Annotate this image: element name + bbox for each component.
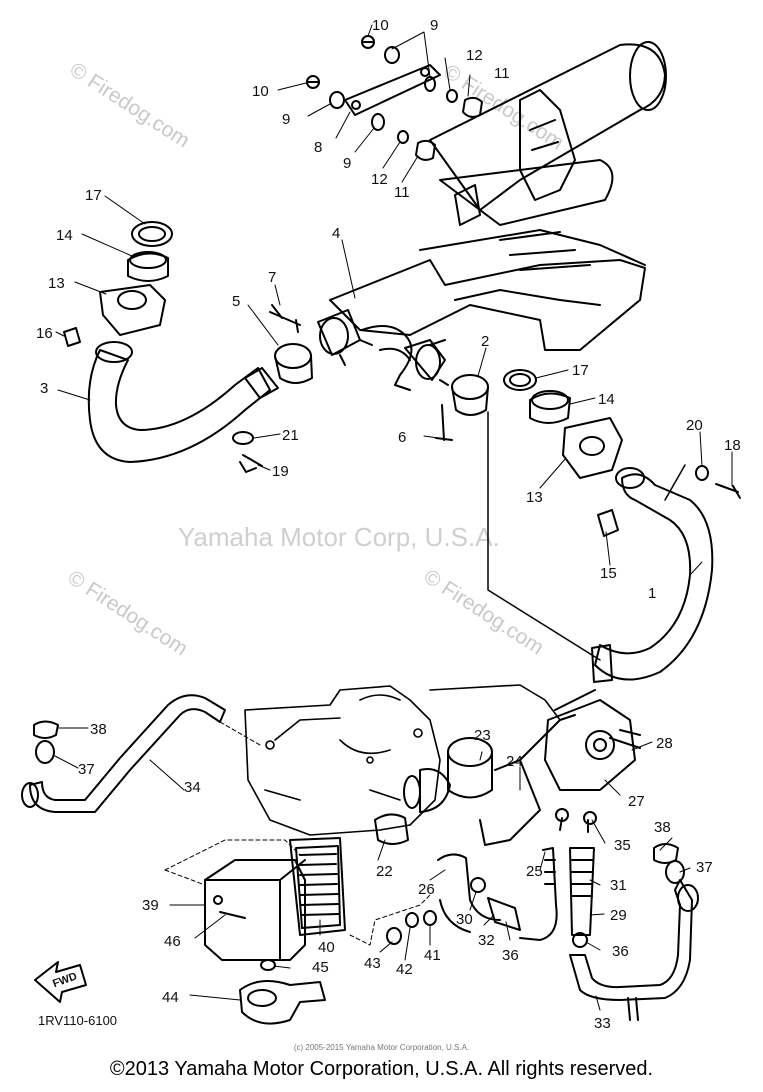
callout-label: 8: [314, 139, 322, 156]
callout-label: 34: [184, 779, 201, 796]
callout-label: 40: [318, 939, 335, 956]
callout-label: 37: [696, 859, 713, 876]
callout-label: 21: [282, 427, 299, 444]
callout-label: 19: [272, 463, 289, 480]
callout-label: 14: [598, 391, 615, 408]
callout-label: 14: [56, 227, 73, 244]
small-copyright: (c) 2005-2015 Yamaha Motor Corporation, …: [293, 1043, 470, 1052]
callout-label: 31: [610, 877, 627, 894]
muffler-assembly: [329, 41, 667, 351]
diagram-code: 1RV110-6100: [38, 1013, 118, 1028]
callout-label: 45: [312, 959, 329, 976]
callout-label: 16: [36, 325, 53, 342]
callout-label: 7: [268, 269, 276, 286]
callout-label: 36: [612, 943, 629, 960]
callout-label: 23: [474, 727, 491, 744]
callout-label: 11: [394, 184, 410, 201]
callout-label: 5: [232, 293, 240, 310]
callout-label: 10: [372, 17, 389, 34]
callout-label: 2: [481, 333, 489, 350]
callout-label: 27: [628, 793, 645, 810]
engine-outline: [244, 684, 561, 836]
callout-label: 41: [424, 947, 441, 964]
group-dashes: [164, 721, 431, 946]
callout-label: 20: [686, 417, 703, 434]
callout-label: 26: [418, 881, 435, 898]
callout-label: 10: [252, 83, 269, 100]
callout-label: 12: [466, 47, 483, 64]
callout-label: 35: [614, 837, 631, 854]
small-rubbers: [239, 910, 437, 1025]
callout-label: 30: [456, 911, 473, 928]
callout-label: 9: [282, 111, 290, 128]
callout-label: 32: [478, 932, 495, 949]
exhaust-pipe-left: [87, 341, 279, 463]
callout-label: 4: [332, 225, 340, 242]
callout-label: 22: [376, 863, 393, 880]
callout-label: 11: [494, 65, 510, 82]
callout-label: 17: [572, 362, 589, 379]
air-cut-valve: [374, 714, 576, 933]
air-cleaner-case: [204, 837, 346, 961]
callout-label: 1: [648, 585, 656, 602]
callout-label: 9: [430, 17, 438, 34]
hoses-right: [470, 808, 597, 948]
flange-parts-left: [63, 221, 173, 347]
callout-label: 25: [526, 863, 543, 880]
callout-label: 28: [656, 735, 673, 752]
callout-label: 15: [600, 565, 617, 582]
callout-label: 46: [164, 933, 181, 950]
flange-parts-right: [503, 369, 741, 537]
leader-lines: [54, 24, 733, 1011]
callout-label: 38: [654, 819, 671, 836]
muffler-inlets: [317, 309, 449, 391]
callout-labels: 10 9 10 9 8 9 12 11 12 11 17 14 13 16 3 …: [36, 17, 741, 1032]
bracket-hardware: [306, 35, 483, 161]
gaskets-bolts: [232, 304, 489, 473]
callout-label: 13: [48, 275, 65, 292]
copyright-notice: ©2013 Yamaha Motor Corporation, U.S.A. A…: [109, 1058, 654, 1080]
air-pipe-34: [21, 694, 226, 813]
callout-label: 9: [343, 155, 351, 172]
callout-label: 44: [162, 989, 179, 1006]
exhaust-pipe-right: [591, 467, 714, 683]
callout-label: 13: [526, 489, 543, 506]
callout-label: 24: [506, 753, 523, 770]
callout-label: 38: [90, 721, 107, 738]
callout-label: 39: [142, 897, 159, 914]
callout-label: 18: [724, 437, 741, 454]
callout-label: 6: [398, 429, 406, 446]
callout-label: 33: [594, 1015, 611, 1032]
callout-label: 36: [502, 947, 519, 964]
callout-label: 12: [371, 171, 388, 188]
reed-valve-27: [544, 689, 641, 791]
callout-label: 29: [610, 907, 627, 924]
fwd-arrow-icon: [34, 961, 87, 1003]
callout-label: 37: [78, 761, 95, 778]
callout-label: 17: [85, 187, 102, 204]
callout-label: 3: [40, 380, 48, 397]
callout-label: 42: [396, 961, 413, 978]
callout-label: 43: [364, 955, 381, 972]
air-pipe-33: [569, 843, 699, 1021]
watermark-center: Yamaha Motor Corp, U.S.A.: [178, 522, 500, 552]
